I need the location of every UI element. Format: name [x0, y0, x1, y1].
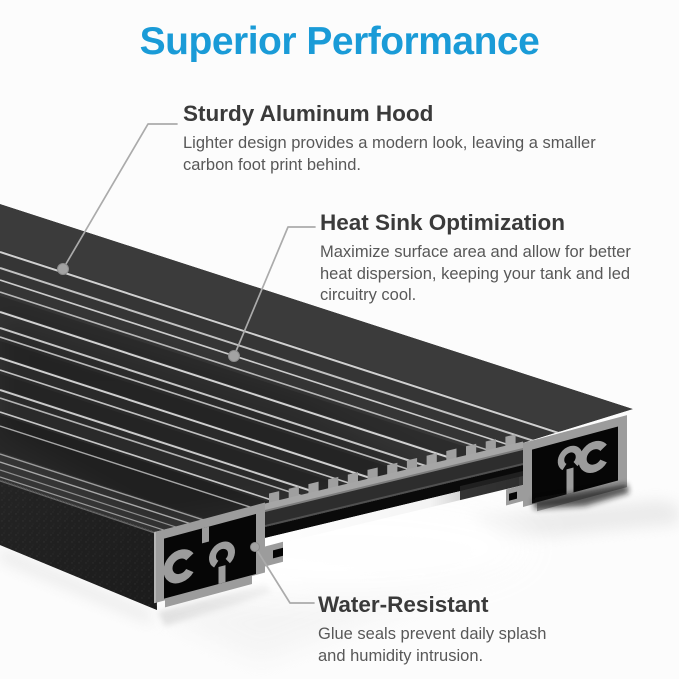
- right-end-profile: [506, 415, 627, 512]
- callout-dot-water-resistant: [250, 542, 260, 552]
- callout-line-aluminum-hood: [62, 123, 178, 270]
- callout-aluminum-hood: Sturdy Aluminum Hood Lighter design prov…: [183, 101, 596, 176]
- diffuser-channel-shadow: [460, 471, 523, 501]
- plate-front-edge: [265, 450, 523, 527]
- left-profile-divider: [202, 526, 209, 544]
- shadow-left: [0, 548, 152, 624]
- callout-heading-heat-sink: Heat Sink Optimization: [320, 210, 566, 235]
- right-screw-boss-small: [557, 445, 583, 471]
- callout-body-heat-sink: Maximize surface area and allow for bett…: [320, 242, 631, 305]
- left-profile-slot-notch: [273, 547, 283, 559]
- callout-line-water-resistant: [254, 546, 315, 604]
- heat-sink-fin-comb: [265, 434, 523, 547]
- right-screw-boss-large: [578, 440, 607, 473]
- left-screw-boss-large: [163, 549, 194, 584]
- underside-recess: [265, 465, 523, 538]
- callout-line-heat-sink: [233, 226, 316, 357]
- callout-water-resistant: Water-Resistant Glue seals prevent daily…: [318, 592, 546, 667]
- fin-base-band: [265, 441, 523, 512]
- top-face-sheen: [0, 315, 430, 520]
- page-title: Superior Performance: [139, 20, 540, 63]
- callout-body-aluminum-hood: Lighter design provides a modern look, l…: [183, 133, 596, 174]
- led-diffuser-strip: [265, 477, 519, 547]
- callout-heading-aluminum-hood: Sturdy Aluminum Hood: [183, 101, 434, 126]
- right-profile-stem: [566, 467, 574, 495]
- right-rail-underside-shadow: [533, 484, 629, 509]
- callout-dots: [57, 263, 260, 552]
- callout-dot-aluminum-hood: [57, 263, 69, 275]
- callout-heat-sink: Heat Sink Optimization Maximize surface …: [320, 210, 631, 307]
- left-end-profile: [154, 502, 283, 608]
- left-screw-boss-small: [209, 541, 235, 568]
- side-face: [0, 480, 157, 610]
- callout-dot-heat-sink: [228, 350, 240, 362]
- callout-heading-water-resistant: Water-Resistant: [318, 592, 489, 617]
- right-profile-slot-notch: [509, 491, 517, 501]
- callout-lines: [62, 123, 316, 604]
- left-profile-stem: [218, 565, 226, 584]
- callout-body-water-resistant: Glue seals prevent daily splash and humi…: [318, 624, 547, 665]
